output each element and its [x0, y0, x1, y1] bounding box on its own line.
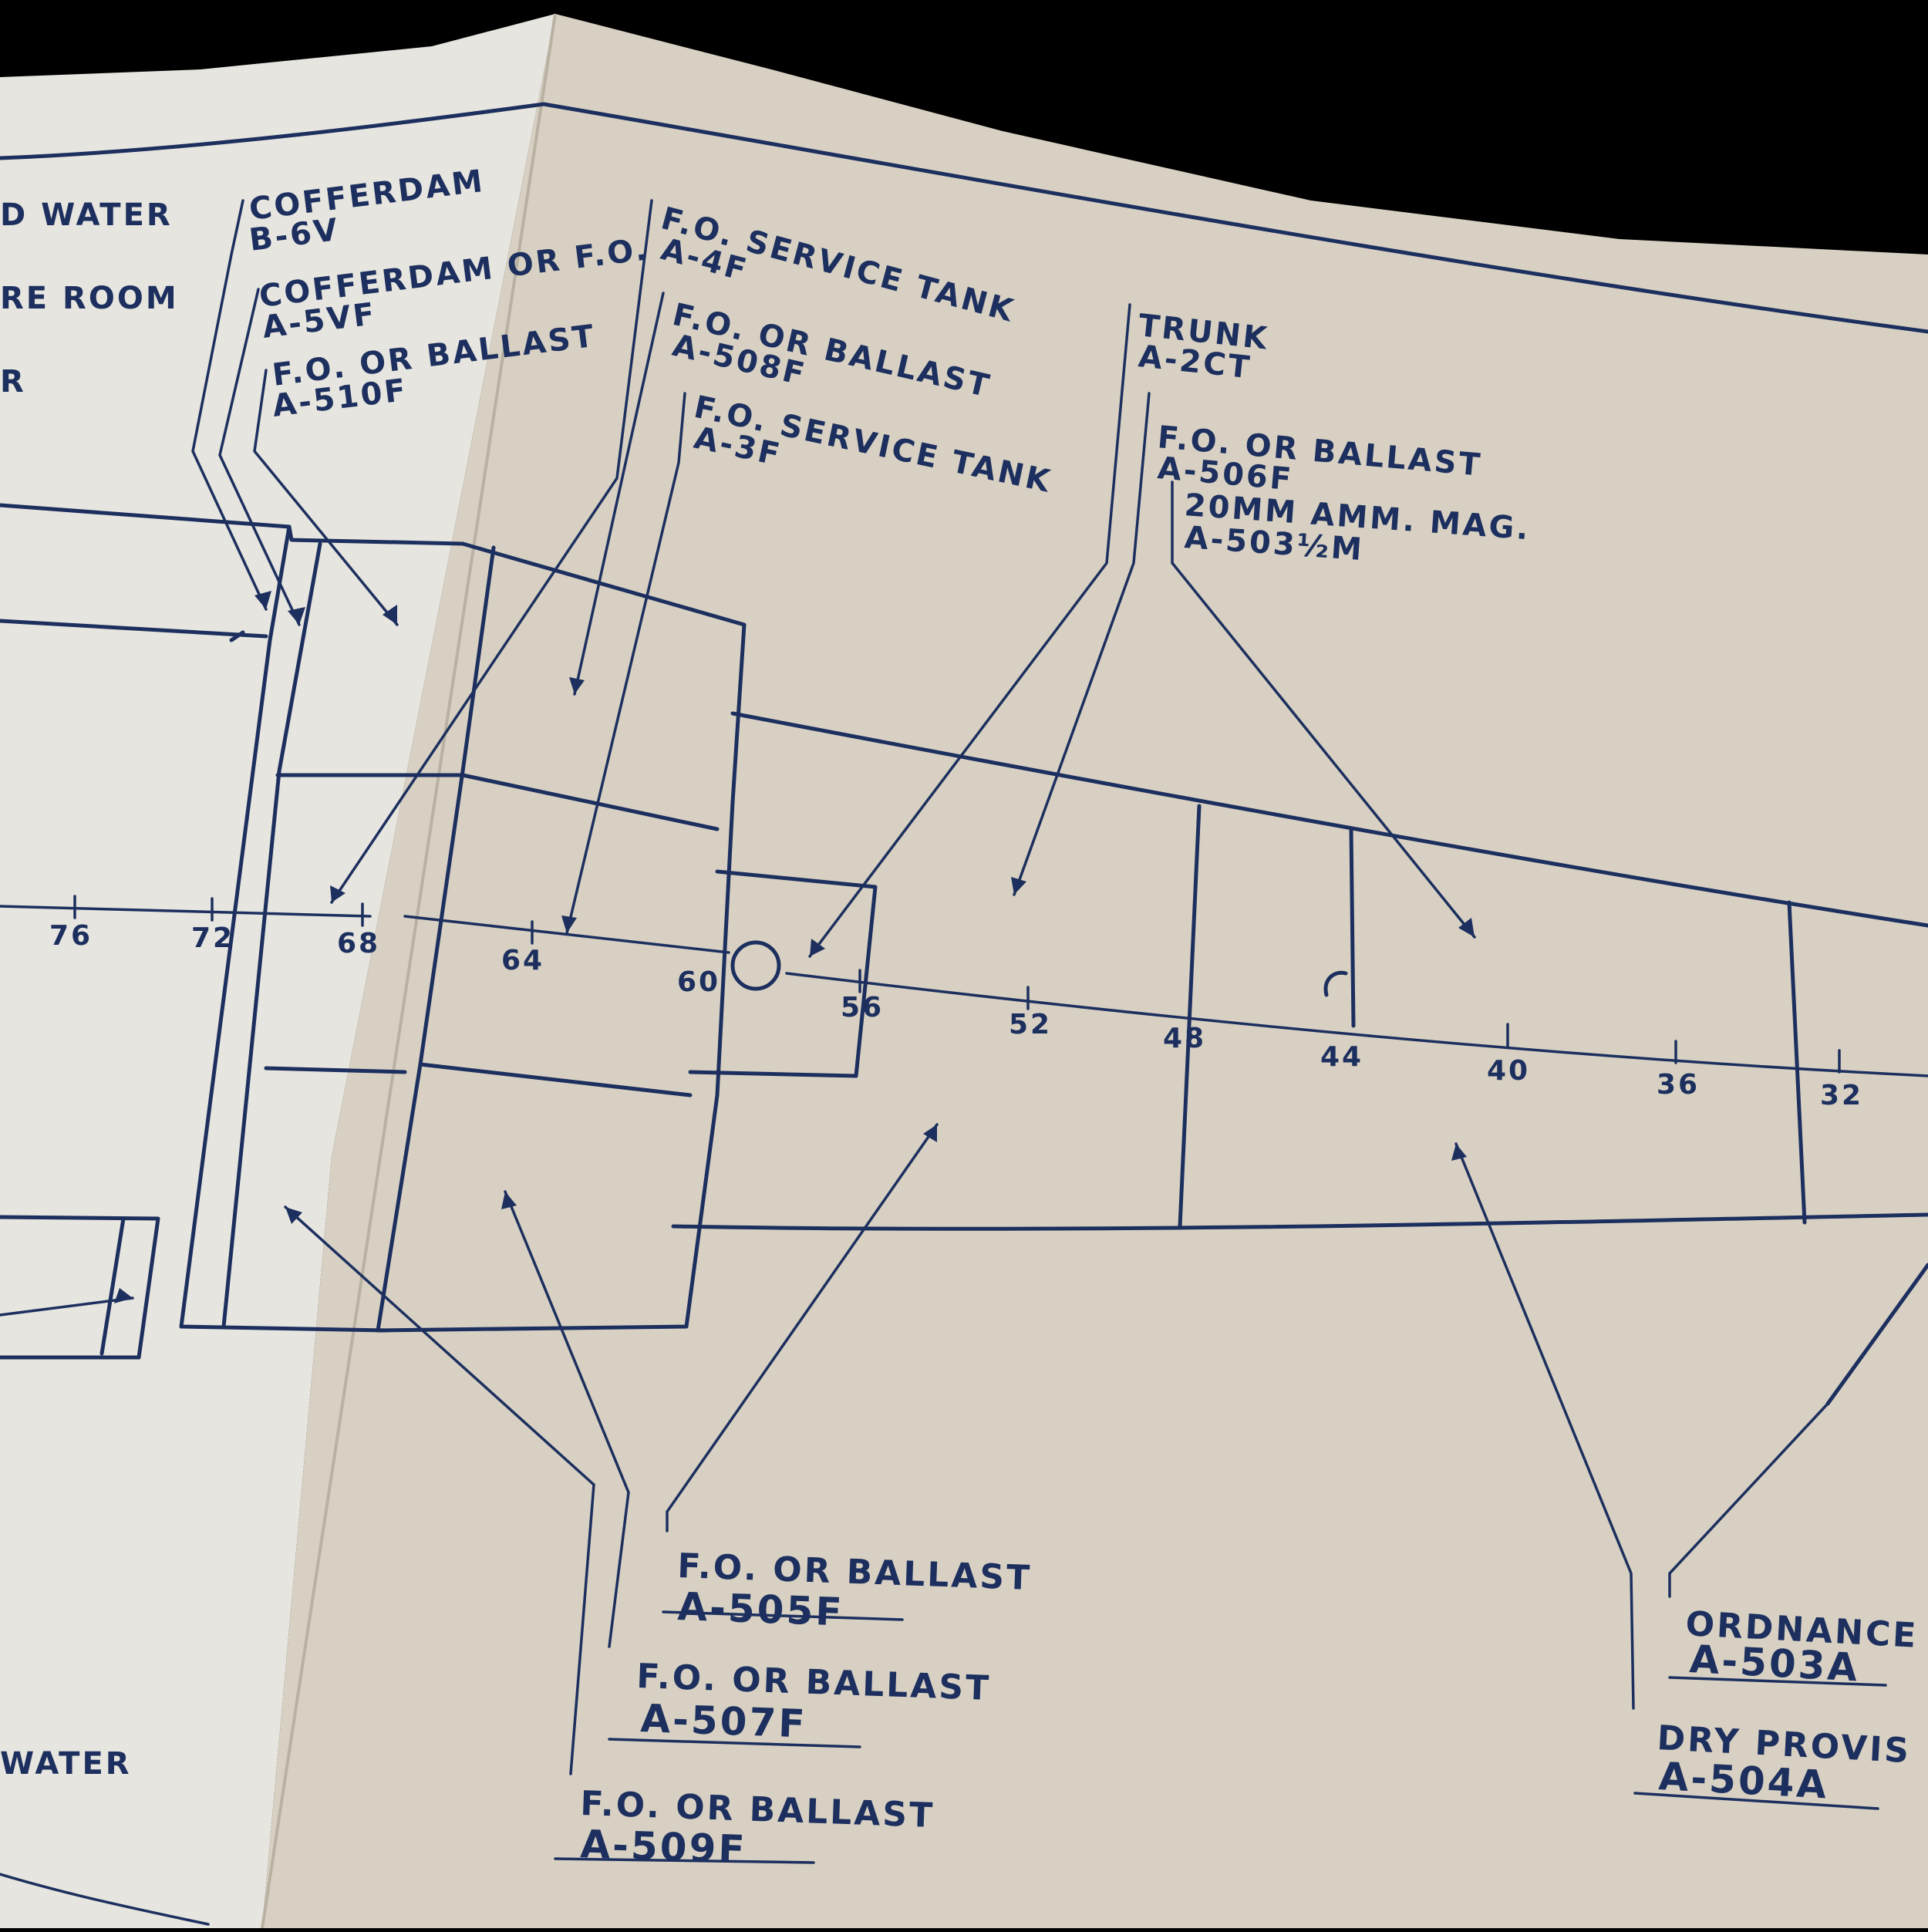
frame-number-scale: 76 72 68 64 60 56 52 48 44 40 36 32 [49, 895, 1863, 1111]
svg-text:76: 76 [49, 920, 93, 952]
svg-text:A-509F: A-509F [580, 1822, 748, 1873]
svg-text:36: 36 [1657, 1069, 1700, 1101]
paper-fold [261, 13, 557, 1929]
frame-mark: 40 [1487, 1023, 1530, 1087]
frame-mark: 36 [1657, 1040, 1700, 1101]
frame-mark: 32 [1820, 1049, 1863, 1111]
frame-mark: 68 [337, 902, 380, 959]
svg-text:60: 60 [677, 966, 720, 998]
left-label: R [0, 364, 26, 400]
paper-left-panel [0, 14, 555, 1928]
callout-fo-a509f: F.O. OR BALLAST A-509F [284, 1205, 935, 1873]
left-pointer-line [0, 1296, 134, 1317]
fixture-circle-icon [730, 940, 781, 991]
svg-text:32: 32 [1820, 1080, 1863, 1111]
paper-right-panel [262, 14, 1928, 1928]
callout-fo-a505f: F.O. OR BALLAST A-505F [662, 1123, 1033, 1635]
frame-mark: 52 [1009, 986, 1052, 1040]
svg-text:72: 72 [191, 922, 234, 954]
svg-text:A-504A: A-504A [1657, 1754, 1829, 1807]
left-panel-structure [0, 503, 465, 1360]
callout-fo-a507f: F.O. OR BALLAST A-507F [504, 1190, 992, 1748]
pointer-arrowheads [114, 591, 1475, 1303]
frame-mark: 76 [49, 895, 93, 952]
svg-text:64: 64 [501, 945, 544, 976]
svg-text:A-505F: A-505F [677, 1584, 845, 1635]
svg-text:A-507F: A-507F [640, 1696, 808, 1747]
left-label: D WATER [0, 197, 173, 233]
hull-structure [376, 541, 1928, 1406]
frame-mark: 48 [1163, 1023, 1206, 1054]
frame-mark: 60 [677, 966, 720, 998]
left-label: WATER [0, 1746, 132, 1782]
svg-text:44: 44 [1320, 1041, 1363, 1073]
frame-mark: 72 [191, 897, 234, 954]
svg-text:56: 56 [841, 992, 884, 1023]
svg-text:52: 52 [1009, 1009, 1052, 1040]
svg-text:48: 48 [1163, 1023, 1206, 1054]
door-arc-icon [1323, 970, 1348, 997]
left-label: RE ROOM [0, 281, 179, 316]
svg-text:68: 68 [337, 928, 380, 959]
callout-ord-a503a: ORDNANCE A-503A [1668, 1402, 1920, 1691]
svg-text:40: 40 [1487, 1055, 1530, 1087]
sheet-border [0, 102, 1928, 1926]
frame-mark: 44 [1320, 1041, 1363, 1073]
frame-mark: 56 [841, 969, 884, 1023]
frame-mark: 64 [501, 920, 544, 976]
left-edge-labels: D WATER RE ROOM R WATER [0, 197, 179, 1782]
